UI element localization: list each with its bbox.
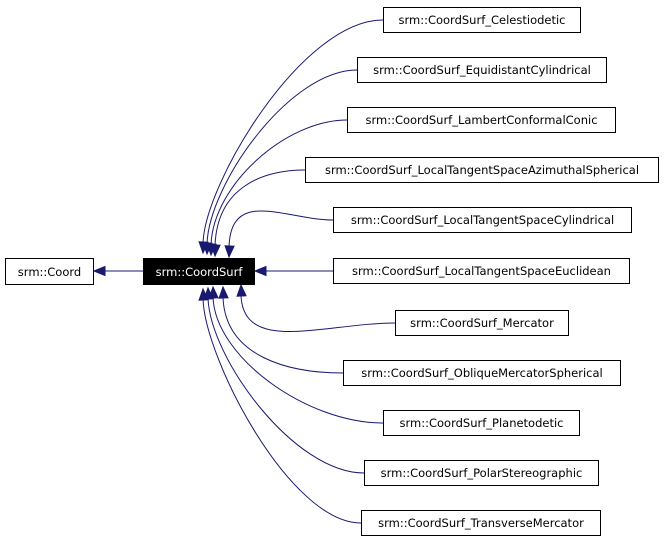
edge-derived-0 [202, 19, 384, 244]
arrowhead-derived-7 [218, 285, 229, 299]
arrowhead-derived-6 [236, 283, 247, 297]
node-derived-local-tangent-space-euclidean[interactable]: srm::CoordSurf_LocalTangentSpaceEuclidea… [333, 258, 630, 284]
edge-derived-6 [240, 294, 396, 332]
node-derived-equidistant-cylindrical[interactable]: srm::CoordSurf_EquidistantCylindrical [357, 57, 607, 83]
node-derived-polar-stereographic[interactable]: srm::CoordSurf_PolarStereographic [364, 460, 599, 486]
edge-derived-4 [228, 210, 334, 248]
arrowhead-derived-3 [210, 244, 221, 258]
edge-derived-9 [207, 297, 365, 474]
node-derived-mercator[interactable]: srm::CoordSurf_Mercator [395, 310, 569, 336]
edge-derived-3 [214, 169, 306, 247]
edge-derived-7 [222, 296, 344, 374]
arrowhead-derived-4 [224, 245, 235, 259]
node-derived-celestiodetic[interactable]: srm::CoordSurf_Celestiodetic [383, 7, 581, 33]
edge-derived-2 [210, 119, 348, 246]
node-derived-planetodetic[interactable]: srm::CoordSurf_Planetodetic [383, 410, 580, 436]
arrowhead-derived-10 [198, 287, 209, 301]
node-derived-lambert-conformal-conic[interactable]: srm::CoordSurf_LambertConformalConic [347, 107, 616, 133]
node-derived-local-tangent-space-cylindrical[interactable]: srm::CoordSurf_LocalTangentSpaceCylindri… [333, 207, 632, 233]
node-derived-local-tangent-space-azimuthal-spherical[interactable]: srm::CoordSurf_LocalTangentSpaceAzimutha… [305, 157, 659, 183]
node-derived-oblique-mercator-spherical[interactable]: srm::CoordSurf_ObliqueMercatorSpherical [343, 360, 621, 386]
edge-derived-1 [206, 69, 358, 245]
arrowhead-coord [92, 265, 106, 277]
edge-derived-8 [212, 296, 384, 424]
node-base-coord[interactable]: srm::Coord [5, 258, 94, 285]
node-derived-transverse-mercator[interactable]: srm::CoordSurf_TransverseMercator [361, 510, 601, 536]
arrowhead-derived-5 [253, 265, 267, 277]
edge-derived-10 [202, 298, 362, 524]
node-current-coordsurf: srm::CoordSurf [143, 258, 255, 285]
